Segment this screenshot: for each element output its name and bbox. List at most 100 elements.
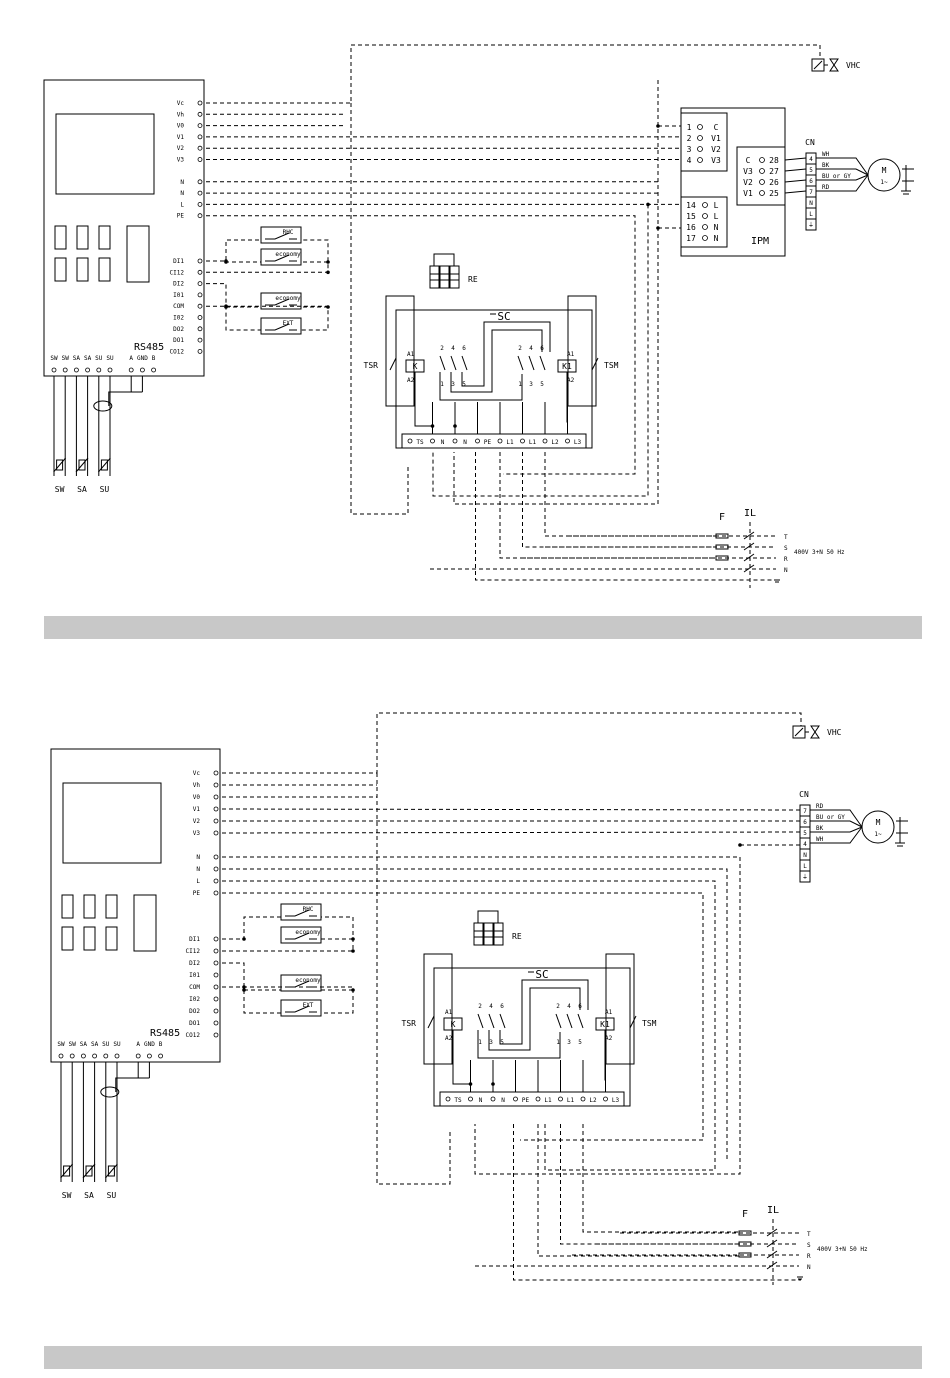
re-bridge [477,910,499,923]
vhc-wire [206,44,821,104]
controller-bottom-pin [139,367,145,373]
contactor-frame [433,967,631,1107]
isolator-contact [743,553,755,562]
contact-top-number: 4 [529,345,533,352]
controller-pin [197,337,203,343]
sensor-label: SU [107,1191,117,1200]
terminal-l3 [603,1096,608,1102]
motor-wire-label: RD [816,803,824,810]
controller-pin-label: Vc [177,100,185,107]
terminal-label: N [441,439,445,446]
phase-label: T [807,1231,811,1238]
controller-pin [197,123,203,128]
controller-pin-label: COM [173,303,184,310]
controller-pin [213,972,219,978]
junction-dot [242,985,246,989]
contactor-pole [499,1013,506,1029]
contact-top-number: 4 [489,1003,493,1010]
contact-label-rhc: RHC [303,906,314,913]
controller-button [105,894,118,919]
controller-bottom-pin [62,367,68,373]
controller-pin-label: CI12 [186,948,201,955]
pe-wire [206,215,636,475]
controller-button [76,257,89,282]
controller-pin [213,984,219,990]
isolator-label: IL [767,1205,779,1216]
contactor-pole [517,355,524,371]
controller-bottom-pin-label: SA [80,1041,88,1048]
junction-dot [468,1082,473,1086]
cn-pin-label: ⏚ [802,874,808,881]
contact-bottom-number: 3 [489,1039,493,1046]
controller-bottom-pin [69,1053,75,1059]
contact-top-number: 4 [451,345,455,352]
controller-pin-label: N [180,179,184,186]
vhc-label: VHC [827,728,842,737]
controller-pin-label: V1 [177,134,185,141]
ipm-pin-label: C [746,156,751,165]
terminal-label: PE [522,1097,530,1104]
controller-bottom-pin-label: SA [73,355,81,362]
earth-symbol [797,1276,803,1280]
controller-pin-label: Vh [177,111,185,118]
junction-dot [326,260,330,264]
phase-wire [560,1124,739,1245]
relay-k1-a2-wire [566,372,568,423]
contactor-pole [450,355,457,371]
footer-bar [44,616,922,639]
tsm-switch [629,1015,637,1029]
motor-capacitor [902,165,914,185]
motor-wire [816,174,869,192]
sensor-label: SU [100,485,110,494]
controller-button [83,926,96,951]
ipm-pin-number: 25 [769,189,779,198]
controller-pin-label: I02 [173,315,184,322]
internal-wire [439,372,523,401]
footer-bar [44,1346,922,1369]
controller-bottom-pin-label: SW [69,1041,77,1048]
re-module [439,265,450,289]
ipm-pin-label: L [714,201,719,210]
controller-pin [213,854,219,860]
di-wire [225,261,261,263]
controller-button [83,894,96,919]
ntc-sensor [78,459,86,471]
controller-box [50,748,221,1063]
ipm-terminal [702,235,708,241]
ipm-pin-number: 3 [687,145,692,154]
motor-circle [867,158,901,192]
fuse [738,1252,752,1258]
ipm-pin-label: V2 [711,145,721,154]
ipm-terminal [697,135,703,141]
ntc-sensor-arrow [98,457,111,473]
controller-pin [197,111,203,117]
phase-label: N [784,567,788,574]
controller-pin-label: COM [189,984,200,991]
junction-dot [242,988,246,992]
controller-pin-label: N [196,854,200,861]
controller-pin-label: CO12 [186,1032,201,1039]
controller-bottom-pin-label: GND [137,355,148,362]
controller-pin-label: Vh [193,782,201,789]
ts-wire [376,773,451,1185]
terminal-l1 [497,438,503,444]
controller-pin [213,806,219,812]
terminal-ts [407,438,413,444]
contactor-pole [566,1013,573,1029]
relay-k-label: K [451,1020,456,1029]
motor-symbol: 1~ [874,831,882,838]
contact-box [280,974,322,992]
terminal-label: L1 [529,439,537,446]
cn-pin-box [799,870,811,883]
motor-wire [810,826,863,844]
isolator-contact [743,531,755,540]
controller-bottom-pin-label: SW [62,355,70,362]
cn-pin-label: 7 [803,808,807,815]
cn-pin-label: 5 [809,167,813,174]
junction-dot [656,124,660,128]
tsm-label: TSM [642,1019,657,1028]
junction-dot [224,260,228,264]
ntc-sensor [107,1165,115,1177]
cn-pin-label: 4 [803,841,807,848]
